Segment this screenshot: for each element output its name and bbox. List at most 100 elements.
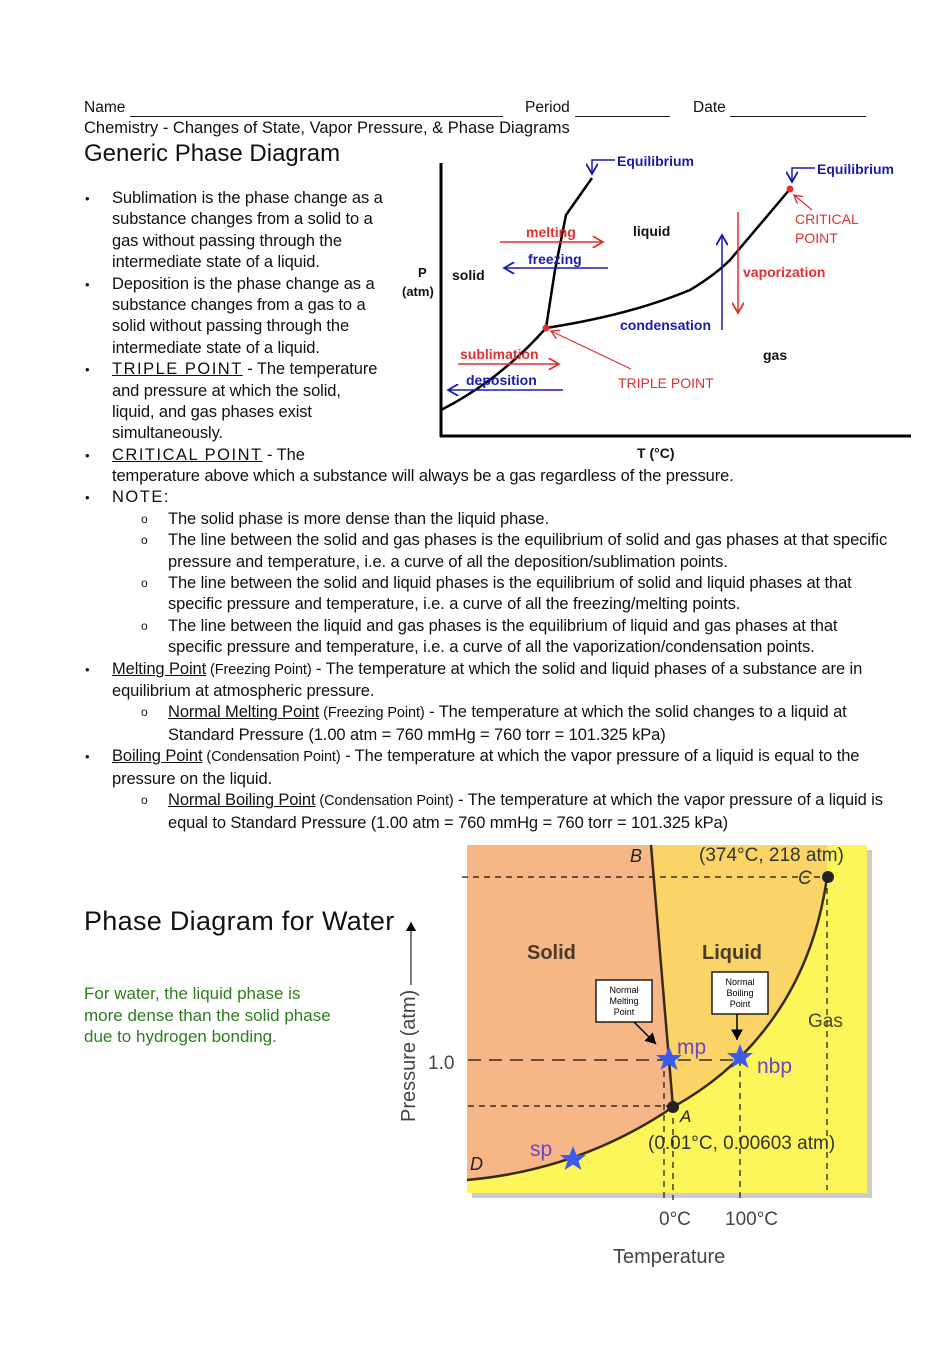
- liquid-label: Liquid: [702, 942, 762, 964]
- box-text: Boiling: [726, 988, 753, 998]
- paren-text: (Freezing Point): [206, 661, 312, 678]
- period-label: Period: [525, 99, 570, 116]
- bullet-text: - The: [262, 445, 305, 464]
- mp-label: mp: [677, 1036, 706, 1059]
- liquid-label: liquid: [633, 223, 670, 239]
- dashed-guides: [462, 876, 828, 1200]
- point-stars: [560, 1044, 753, 1170]
- normal-melting-point-box: Normal Melting Point: [595, 979, 653, 1023]
- x-tick-label: 0°C: [659, 1209, 691, 1230]
- critical-point-label: CRITICAL: [795, 211, 859, 227]
- date-field[interactable]: [730, 116, 866, 117]
- x-axis-label: Temperature: [613, 1246, 725, 1268]
- section-title-generic: Generic Phase Diagram: [84, 140, 341, 167]
- critical-point-dot: [786, 185, 794, 193]
- triple-coords-label: (0.01°C, 0.00603 atm): [648, 1133, 835, 1154]
- solid-label: Solid: [527, 942, 576, 964]
- sublimation-curve: [440, 327, 547, 412]
- note-text: The solid phase is more dense than the l…: [168, 509, 549, 528]
- triple-point-pointer: [551, 331, 632, 370]
- critical-point-definition: temperature above which a substance will…: [112, 467, 734, 485]
- paren-text: (Condensation Point): [315, 793, 454, 810]
- equilibrium-label: Equilibrium: [817, 161, 894, 177]
- left-bullet-list: •Sublimation is the phase change as a su…: [85, 188, 384, 466]
- section-title-water: Phase Diagram for Water: [84, 906, 395, 936]
- p-axis-label: P: [418, 265, 427, 280]
- axes: [439, 163, 911, 438]
- box-text: Melting: [609, 996, 638, 1006]
- sp-star-icon: [560, 1146, 586, 1170]
- box-text: Point: [614, 1007, 635, 1017]
- bullet-text: Deposition is the phase change as a subs…: [112, 274, 375, 357]
- critical-coords-label: (374°C, 218 atm): [699, 845, 844, 866]
- vaporization-label: vaporization: [743, 264, 825, 280]
- term-normal-boiling-point: Normal Boiling Point: [168, 791, 316, 810]
- worksheet-subtitle: Chemistry - Changes of State, Vapor Pres…: [84, 119, 570, 137]
- note-text: The line between the liquid and gas phas…: [168, 616, 838, 657]
- critical-point-dot: [822, 871, 834, 883]
- mp-star-icon: [656, 1046, 682, 1070]
- equilibrium-arrow-2: [792, 167, 815, 182]
- y-tick-label: 1.0: [428, 1053, 454, 1074]
- triple-point-dot: [667, 1101, 679, 1113]
- term-critical-point: CRITICAL POINT: [112, 445, 263, 464]
- bullet-melting-point: •Melting Point (Freezing Point) - The te…: [85, 659, 863, 701]
- point-d-label: D: [470, 1154, 483, 1174]
- t-axis-label: T (°C): [637, 445, 674, 461]
- note-text: The line between the solid and gas phase…: [168, 531, 888, 571]
- box-text: Normal: [725, 977, 754, 987]
- point-b-label: B: [630, 846, 642, 866]
- note-line: more dense than the solid phase: [84, 1005, 331, 1025]
- main-bullet-list: temperature above which a substance will…: [85, 466, 892, 834]
- term-melting-point: Melting Point: [112, 659, 207, 678]
- note-line: due to hydrogen bonding.: [84, 1027, 277, 1046]
- triple-point-label: TRIPLE POINT: [618, 375, 714, 391]
- nbp-star-icon: [727, 1044, 753, 1068]
- bullet-text: - The temperature at which the solid cha…: [168, 703, 847, 744]
- term-triple-point: TRIPLE POINT: [112, 360, 243, 379]
- condensation-label: condensation: [620, 317, 711, 333]
- critical-pointer: [794, 195, 813, 211]
- bullet-note: •NOTE:: [85, 488, 170, 507]
- bullet-deposition: •Deposition is the phase change as a sub…: [85, 274, 375, 357]
- bullet-text: - The temperature at which the vapor pre…: [168, 791, 883, 832]
- vaporization-curve: [545, 188, 791, 330]
- bullet-critical-point: •CRITICAL POINT - The: [85, 445, 305, 464]
- nbp-label: nbp: [757, 1055, 792, 1078]
- triple-point-dot: [542, 324, 550, 332]
- bullet-text: Sublimation is the phase change as a sub…: [112, 189, 383, 272]
- date-label: Date: [693, 99, 726, 116]
- solid-label: solid: [452, 267, 485, 283]
- water-density-note: For water, the liquid phase is more dens…: [84, 983, 331, 1048]
- note-line: For water, the liquid phase is: [84, 984, 301, 1003]
- period-field[interactable]: [575, 116, 670, 117]
- deposition-label: deposition: [466, 372, 537, 388]
- term-boiling-point: Boiling Point: [112, 747, 203, 766]
- bullet-text: - The temperature at which the solid and…: [112, 659, 863, 701]
- paren-text: (Condensation Point): [202, 749, 341, 766]
- box-text: Point: [730, 999, 751, 1009]
- x-tick-label: 100°C: [725, 1209, 778, 1230]
- gas-label: Gas: [808, 1011, 843, 1032]
- melting-label: melting: [526, 224, 576, 240]
- sublimation-label: sublimation: [460, 346, 539, 362]
- name-field[interactable]: [130, 116, 503, 117]
- solid-region: [467, 845, 673, 1180]
- bullet-text: - The temperature and pressure at which …: [112, 360, 378, 443]
- bullet-sublimation: •Sublimation is the phase change as a su…: [85, 189, 383, 272]
- critical-point-label: POINT: [795, 230, 838, 246]
- paren-text: (Freezing Point): [319, 705, 425, 722]
- point-c-label: C: [798, 868, 812, 889]
- bullet-boiling-point: •Boiling Point (Condensation Point) - Th…: [85, 747, 860, 788]
- point-a-label: A: [679, 1107, 691, 1126]
- freezing-label: freezing: [528, 251, 582, 267]
- name-label: Name: [84, 99, 126, 116]
- bullet-text: - The temperature at which the vapor pre…: [112, 747, 860, 788]
